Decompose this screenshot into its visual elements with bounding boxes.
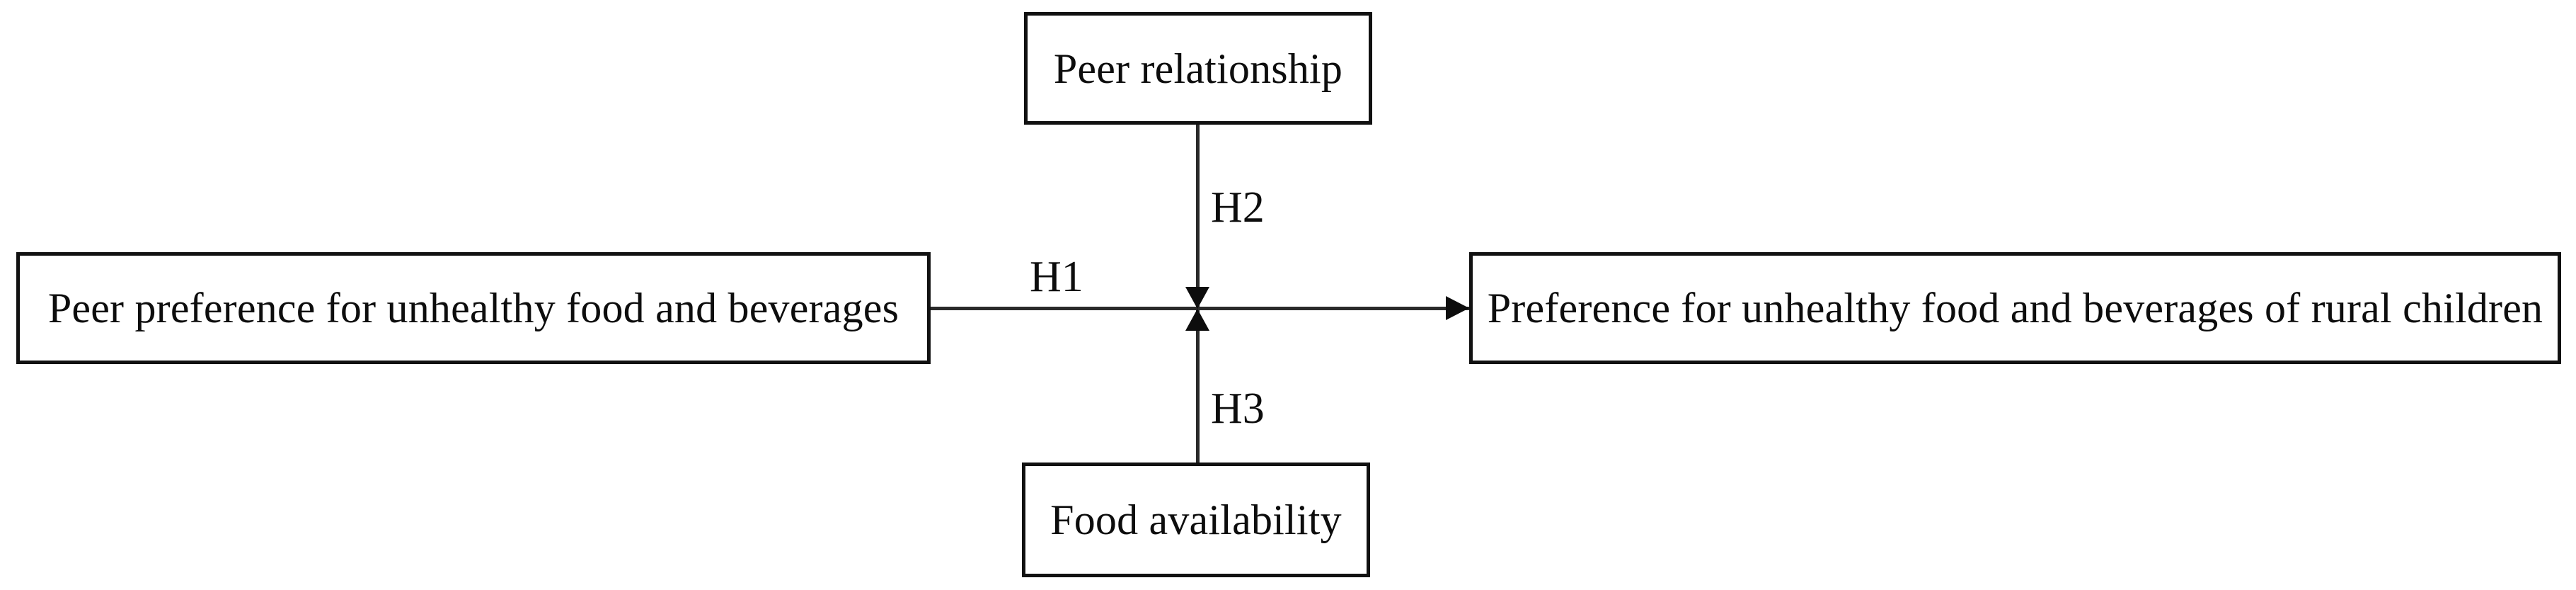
node-outcome: Preference for unhealthy food and bevera… [1469,252,2561,364]
node-peer-relationship-label: Peer relationship [1053,45,1343,92]
edge-h2-line [1196,125,1200,310]
node-peer-relationship: Peer relationship [1024,12,1372,125]
arrowhead-up-icon [1185,309,1209,331]
node-food-availability-label: Food availability [1050,497,1342,543]
node-peer-preference-label: Peer preference for unhealthy food and b… [47,285,899,331]
edge-h3-line [1196,306,1200,463]
node-outcome-label: Preference for unhealthy food and bevera… [1487,285,2543,331]
node-peer-preference: Peer preference for unhealthy food and b… [16,252,931,364]
edge-label-h2: H2 [1211,183,1265,232]
edge-label-h1: H1 [1030,253,1083,301]
edge-label-h3: H3 [1211,385,1265,433]
arrowhead-down-icon [1185,287,1209,309]
arrowhead-right-icon [1446,296,1469,320]
node-food-availability: Food availability [1022,463,1370,577]
